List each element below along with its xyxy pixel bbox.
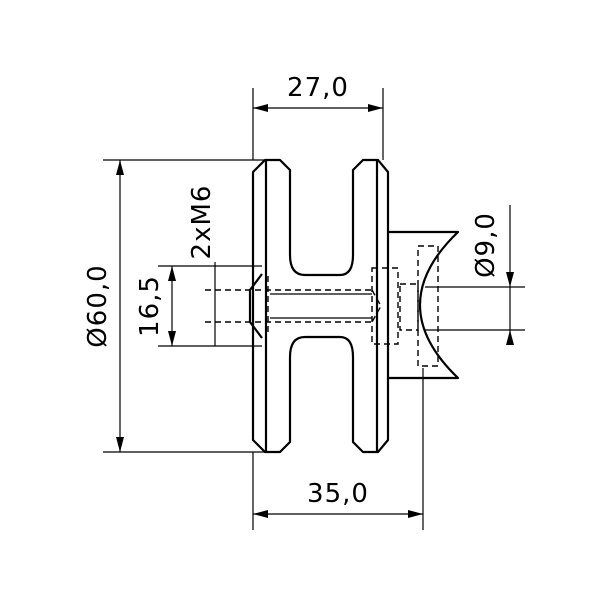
dim-9-label: Ø9,0 (471, 212, 501, 278)
dim-35-label: 35,0 (307, 479, 369, 509)
dim-9-arrow-top (506, 272, 514, 287)
drill-point (371, 289, 382, 323)
dim-60-label: Ø60,0 (83, 264, 113, 347)
hidden-rod-seat (417, 245, 439, 367)
dim-27-arrow-right (368, 104, 383, 112)
dim-9-arrow-bottom (506, 330, 514, 345)
spool-body-outline (251, 158, 390, 454)
dim-35-arrow-left (253, 510, 268, 518)
dim-16-arrow-bottom (168, 331, 176, 346)
dim-60-arrow-bottom (116, 437, 124, 452)
clamp-outline (388, 230, 460, 380)
hidden-insert-right-flange (371, 267, 399, 345)
dim-16-label: 16,5 (135, 275, 165, 337)
hidden-bore-clamp (399, 283, 419, 331)
dim-16-arrow-top (168, 266, 176, 281)
dim-27-label: 27,0 (287, 73, 349, 103)
dim-27-arrow-left (253, 104, 268, 112)
countersink-head (248, 273, 263, 339)
dim-60-arrow-top (116, 160, 124, 175)
thread-label: 2xM6 (187, 185, 217, 260)
dim-35-arrow-right (408, 510, 423, 518)
